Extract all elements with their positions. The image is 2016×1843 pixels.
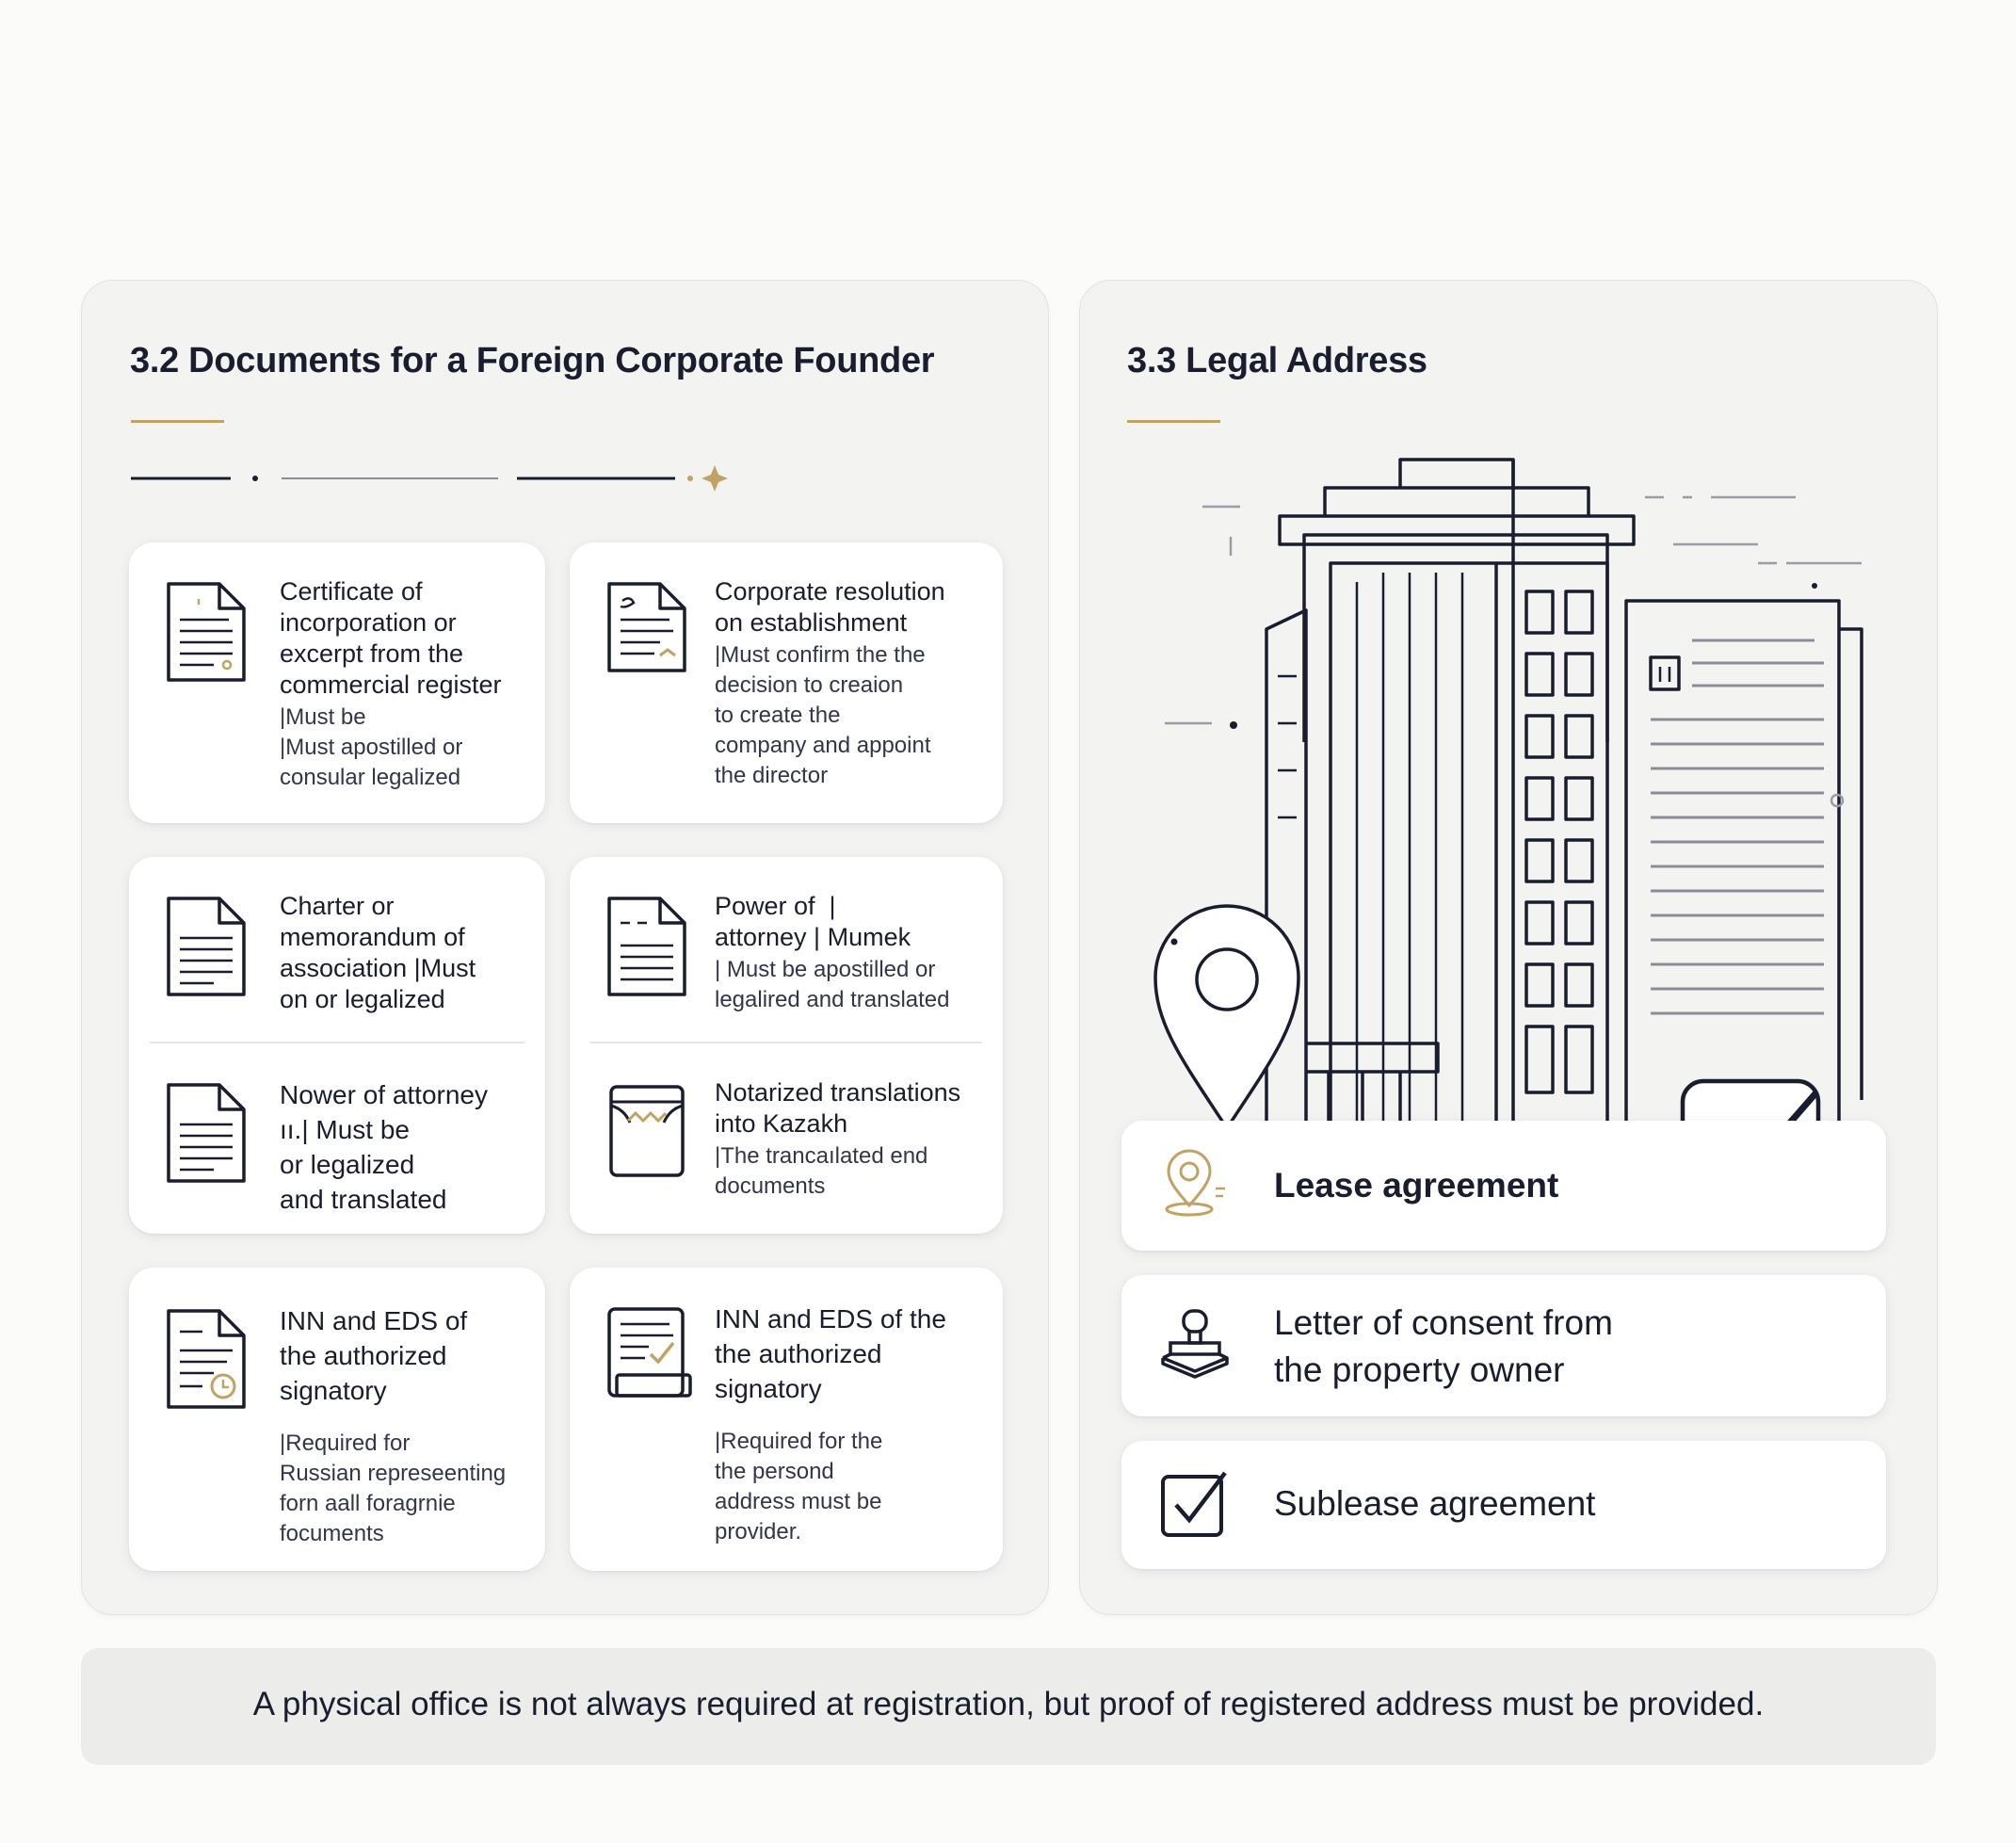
document-title: Notarized translations into Kazakh	[715, 1078, 961, 1138]
document-title: Power of | attorney | Mumek	[715, 892, 911, 951]
title-underline	[1127, 420, 1220, 423]
document-title: Certificate of incorporation or excerpt …	[280, 577, 502, 699]
document-title: Corporate resolution on establishment	[715, 577, 945, 637]
footer-note-text: A physical office is not always required…	[252, 1686, 1765, 1722]
document-note: |Must be |Must apostilled or consular le…	[280, 704, 463, 790]
footer-note: A physical office is not always required…	[81, 1648, 1936, 1765]
document-title: Nower of attorney ıı.| Must be or legali…	[280, 1080, 488, 1214]
title-underline	[131, 420, 224, 423]
document-clock-icon	[167, 1309, 246, 1409]
address-option-label: Sublease agreement	[1274, 1484, 1596, 1523]
document-card: Power of | attorney | Mumek | Must be ap…	[570, 857, 1003, 1234]
stamp-icon	[1161, 1309, 1229, 1379]
legal-address-panel: 3.3 Legal Address	[1079, 280, 1938, 1615]
address-option-consent: Letter of consent from the property owne…	[1121, 1275, 1886, 1416]
document-title: Charter or memorandum of association |Mu…	[280, 892, 476, 1013]
divider-ornament	[131, 465, 728, 492]
document-icon	[167, 1083, 246, 1183]
documents-panel: 3.2 Documents for a Foreign Corporate Fo…	[81, 280, 1049, 1615]
address-option-sublease: Sublease agreement	[1121, 1441, 1886, 1569]
address-option-lease: Lease agreement	[1121, 1121, 1886, 1251]
document-note: |Required for the the persond address mu…	[715, 1429, 883, 1544]
checkbox-icon	[1161, 1471, 1227, 1537]
document-note: |Must confirm the the decision to creaio…	[715, 642, 931, 788]
document-card: INN and EDS of the authorized signatory …	[129, 1268, 545, 1571]
document-signature-icon	[607, 582, 686, 672]
card-divider	[150, 1042, 524, 1043]
documents-panel-title: 3.2 Documents for a Foreign Corporate Fo…	[130, 341, 935, 380]
document-title: INN and EDS of the the authorized signat…	[715, 1304, 946, 1403]
document-note: |The trancaılated end documents	[715, 1143, 928, 1199]
document-note: | Must be apostilled or legalired and tr…	[715, 957, 950, 1012]
location-pin-icon	[1165, 1149, 1225, 1217]
document-icon	[607, 897, 686, 996]
document-icon	[167, 897, 246, 996]
document-card: Certificate of incorporation or excerpt …	[129, 542, 545, 823]
card-divider	[590, 1042, 982, 1043]
document-check-icon	[607, 1307, 692, 1398]
document-card: INN and EDS of the the authorized signat…	[570, 1268, 1003, 1571]
translation-icon	[609, 1085, 685, 1177]
document-note: |Required for Russian represeenting forn…	[280, 1431, 507, 1546]
address-option-label: Lease agreement	[1274, 1166, 1559, 1204]
document-card: Corporate resolution on establishment |M…	[570, 542, 1003, 823]
legal-address-panel-title: 3.3 Legal Address	[1127, 341, 1427, 380]
document-title: INN and EDS of the authorized signatory	[280, 1306, 468, 1405]
address-option-label: Letter of consent from the property owne…	[1274, 1303, 1613, 1389]
document-card: Charter or memorandum of association |Mu…	[129, 857, 545, 1234]
document-icon	[167, 582, 246, 682]
